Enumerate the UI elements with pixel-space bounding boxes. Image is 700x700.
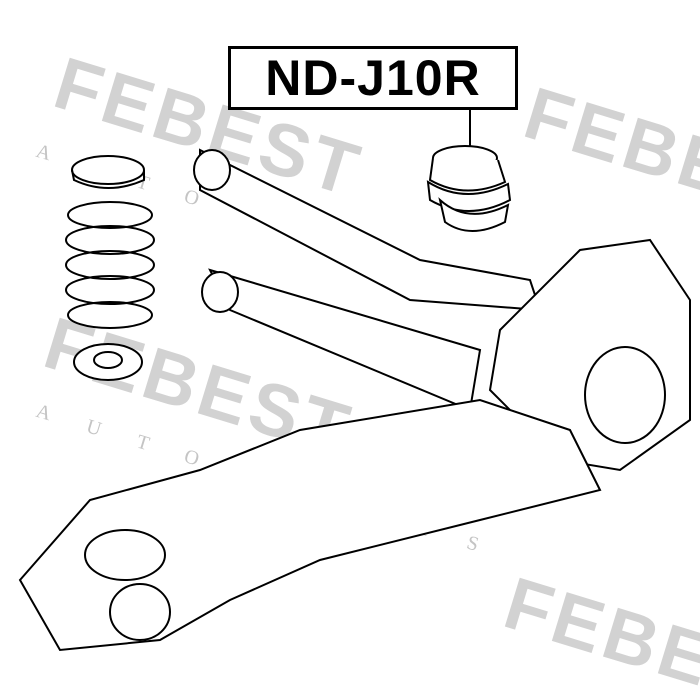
part-number-label: ND-J10R	[228, 46, 518, 110]
subframe	[18, 398, 602, 652]
coil-spring	[65, 201, 155, 329]
spring-seat-upper	[71, 155, 145, 189]
bump-stop-part	[426, 145, 512, 232]
spring-seat-lower	[73, 343, 143, 381]
